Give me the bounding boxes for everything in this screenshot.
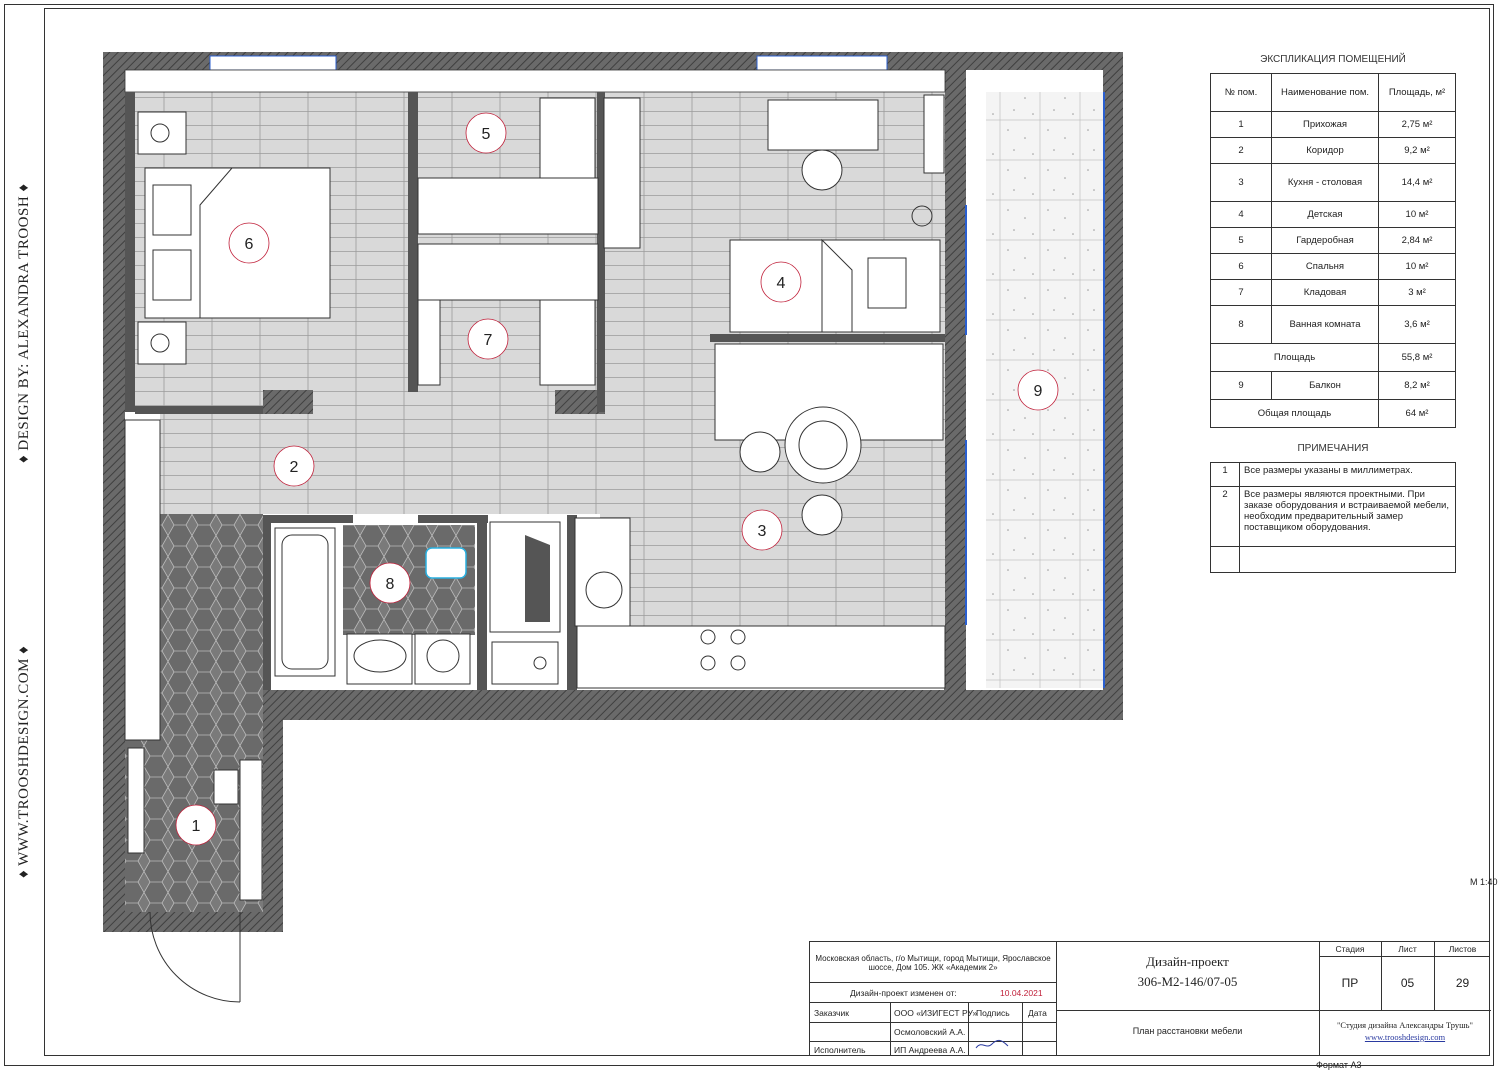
room-label-4: 4 [760,261,802,303]
svg-text:5: 5 [482,126,491,143]
svg-text:4: 4 [777,275,786,292]
svg-text:3: 3 [758,523,767,540]
sheet-title: План расстановки мебели [1132,1026,1243,1036]
signature-icon [975,1039,1009,1049]
sheets-value: 29 [1455,976,1470,990]
project-title: Дизайн-проект [1146,954,1229,969]
changed-date: 10.04.2021 [1000,988,1043,998]
balcony-wall [944,70,966,690]
room-label-3: 3 [741,509,783,551]
room-label-1: 1 [175,804,217,846]
room-label-2: 2 [273,445,315,487]
room-label-5: 5 [465,112,507,154]
explication-title: ЭКСПЛИКАЦИЯ ПОМЕЩЕНИЙ [1260,54,1406,65]
room-label-6: 6 [228,222,270,264]
room-label-9: 9 [1017,369,1059,411]
title-block: Московская область, г/о Мытищи, город Мы… [809,941,1491,1056]
studio-url: www.trooshdesign.com [1364,1032,1446,1042]
right-wall [1103,52,1123,720]
svg-text:1: 1 [192,818,201,835]
sheet-frame [4,4,1494,1066]
studio-name: "Студия дизайна Александры Трушь" [1336,1020,1474,1030]
svg-text:9: 9 [1034,383,1043,400]
stage-value: ПР [1341,976,1359,990]
svg-text:8: 8 [386,576,395,593]
format-label: Формат А3 [1316,1060,1362,1070]
sheet-value: 05 [1400,976,1415,990]
svg-text:6: 6 [245,236,254,253]
drawing-frame [44,8,1490,1056]
room-label-8: 8 [369,562,411,604]
svg-text:2: 2 [290,459,299,476]
project-code: 306-М2-146/07-05 [1137,974,1238,989]
left-wall [103,52,125,932]
address-text: Московская область, г/о Мытищи, город Мы… [815,954,1051,972]
svg-text:7: 7 [484,332,493,349]
notes-title: ПРИМЕЧАНИЯ [1297,443,1369,454]
scale-label: М 1:40 [1470,877,1498,887]
corridor-floor [160,412,600,514]
room-label-7: 7 [467,318,509,360]
changed-label: Дизайн-проект изменен от: [850,988,957,998]
